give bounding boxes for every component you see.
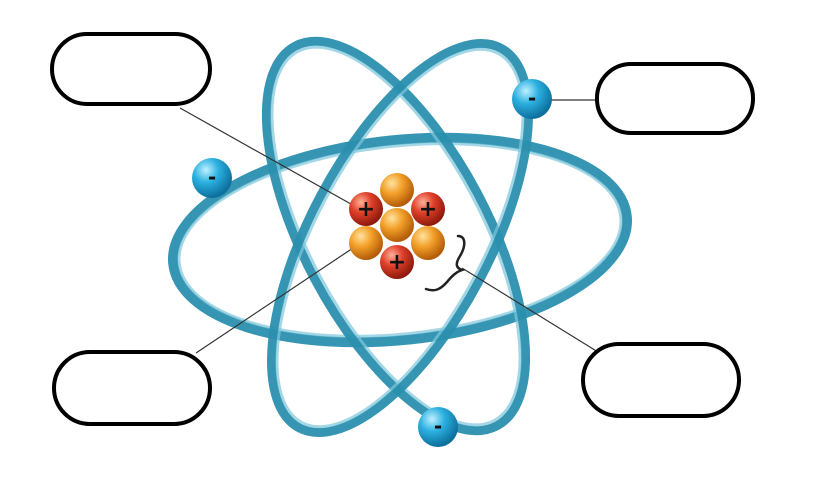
proton: + bbox=[411, 192, 445, 226]
neutron bbox=[411, 226, 445, 260]
proton-sign: + bbox=[357, 197, 375, 222]
label-box-bottom-right[interactable] bbox=[581, 342, 741, 418]
leader-line-bottom-left bbox=[195, 245, 357, 354]
orbit-tilt-left bbox=[261, 36, 531, 436]
proton: + bbox=[380, 245, 414, 279]
label-box-bottom-left[interactable] bbox=[52, 350, 212, 426]
electron: - bbox=[418, 407, 458, 447]
orbit-tilt-right-inner bbox=[275, 47, 525, 429]
electron: - bbox=[512, 79, 552, 119]
nucleus-brace bbox=[424, 234, 466, 292]
neutron bbox=[380, 173, 414, 207]
electron: - bbox=[192, 158, 232, 198]
electron-sign: - bbox=[208, 165, 216, 189]
orbit-tilt-left-inner bbox=[270, 45, 522, 427]
electrons: - - - bbox=[192, 79, 552, 447]
orbit-horizontal-inner bbox=[177, 142, 623, 338]
leader-line-bottom-right bbox=[461, 267, 599, 353]
proton-sign: + bbox=[419, 197, 437, 222]
nucleus: + + + bbox=[349, 173, 445, 279]
electron-sign: - bbox=[434, 414, 442, 438]
orbits bbox=[168, 36, 632, 437]
neutron bbox=[380, 208, 414, 242]
leader-line-top-left bbox=[179, 107, 359, 209]
proton-sign: + bbox=[388, 250, 406, 275]
label-boxes bbox=[50, 32, 755, 426]
neutron bbox=[349, 226, 383, 260]
orbit-tilt-right bbox=[267, 39, 533, 437]
label-box-top-left[interactable] bbox=[50, 32, 212, 106]
leader-lines bbox=[179, 99, 599, 354]
orbit-horizontal bbox=[168, 132, 632, 348]
label-box-top-right[interactable] bbox=[595, 62, 755, 135]
proton: + bbox=[349, 192, 383, 226]
electron-sign: - bbox=[528, 86, 536, 110]
